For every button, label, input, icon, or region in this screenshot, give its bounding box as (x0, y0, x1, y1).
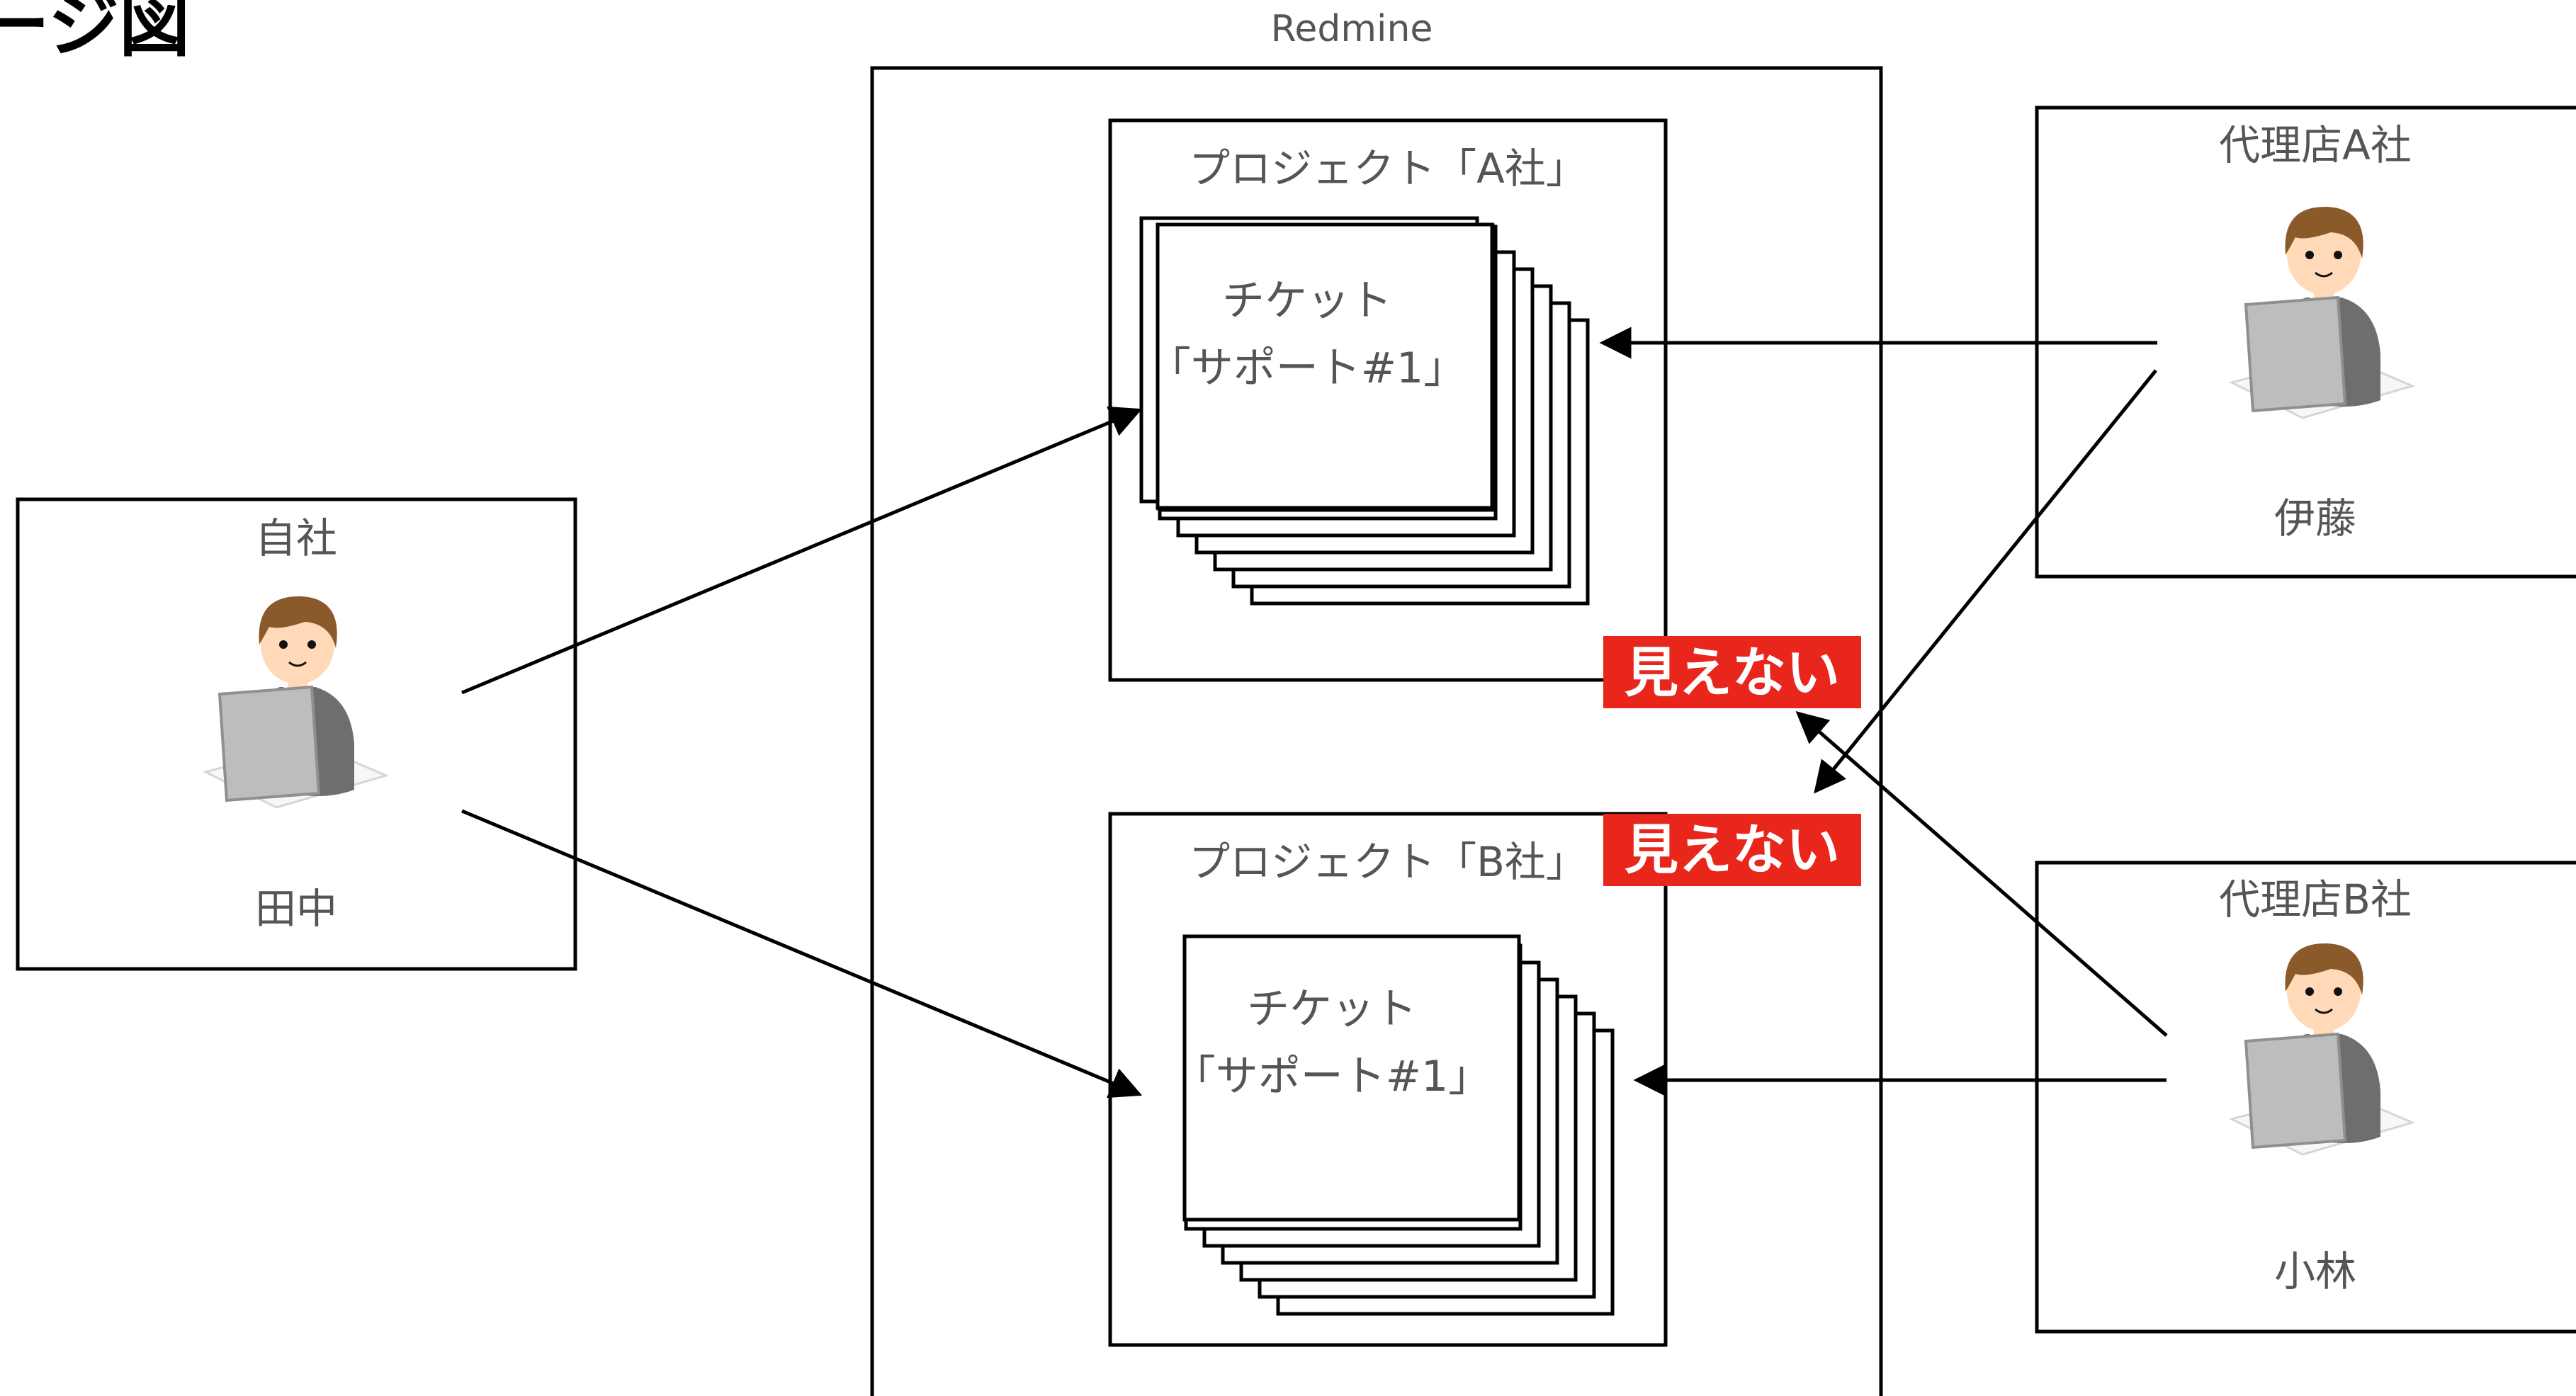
ticket-b-line1: チケット (1247, 984, 1417, 1034)
org-own-company-box (16, 497, 577, 971)
badge-invisible-b: 見えない (1603, 814, 1861, 886)
org-agency-b: 代理店B社 小林 (2035, 861, 2576, 1334)
access-arrows (461, 327, 2168, 1099)
arrow-tanaka-to-project-a (461, 406, 1143, 695)
redmine-label: Redmine (1271, 8, 1433, 50)
project-a-box (1108, 118, 1668, 682)
user-ito: 伊藤 (2274, 494, 2356, 543)
org-agency-a: 代理店A社 伊藤 (2035, 106, 2576, 579)
badge-invisible-a-bg (1603, 636, 1861, 708)
project-b: プロジェクト「B社」 チケット 「サポート#1」 (1108, 812, 1668, 1347)
badge-invisible-a-text: 見えない (1625, 641, 1840, 704)
user-kobayashi: 小林 (2274, 1247, 2356, 1295)
org-agency-b-box (2035, 861, 2576, 1334)
badge-invisible-b-text: 見えない (1625, 818, 1840, 881)
org-agency-a-name: 代理店A社 (2219, 121, 2412, 169)
ticket-b-line2: 「サポート#1」 (1173, 1052, 1491, 1101)
redmine-container (870, 66, 1883, 1396)
page-title: ージ図 (0, 0, 190, 67)
arrow-tanaka-to-project-b (461, 809, 1143, 1099)
badge-invisible-b-bg (1603, 814, 1861, 886)
person-at-laptop-icon (2230, 941, 2414, 1156)
project-b-label: プロジェクト「B社」 (1189, 838, 1587, 886)
org-agency-b-name: 代理店B社 (2219, 875, 2412, 924)
arrow-ito-to-project-b-denied (1814, 369, 2157, 794)
person-at-laptop-icon (2230, 205, 2414, 419)
person-at-laptop-icon (204, 594, 388, 809)
ticket-a-line1: チケット (1222, 276, 1392, 326)
project-a-label: プロジェクト「A社」 (1189, 144, 1587, 193)
ticket-a-line2: 「サポート#1」 (1148, 344, 1466, 393)
arrow-kobayashi-to-project-a-denied (1795, 711, 2168, 1037)
org-own-company-name: 自社 (255, 514, 337, 562)
user-tanaka: 田中 (255, 885, 337, 933)
badge-invisible-a: 見えない (1603, 636, 1861, 708)
project-a: プロジェクト「A社」 チケット 「サポート#1」 (1108, 118, 1668, 682)
org-own-company: 自社 田中 (16, 497, 577, 971)
